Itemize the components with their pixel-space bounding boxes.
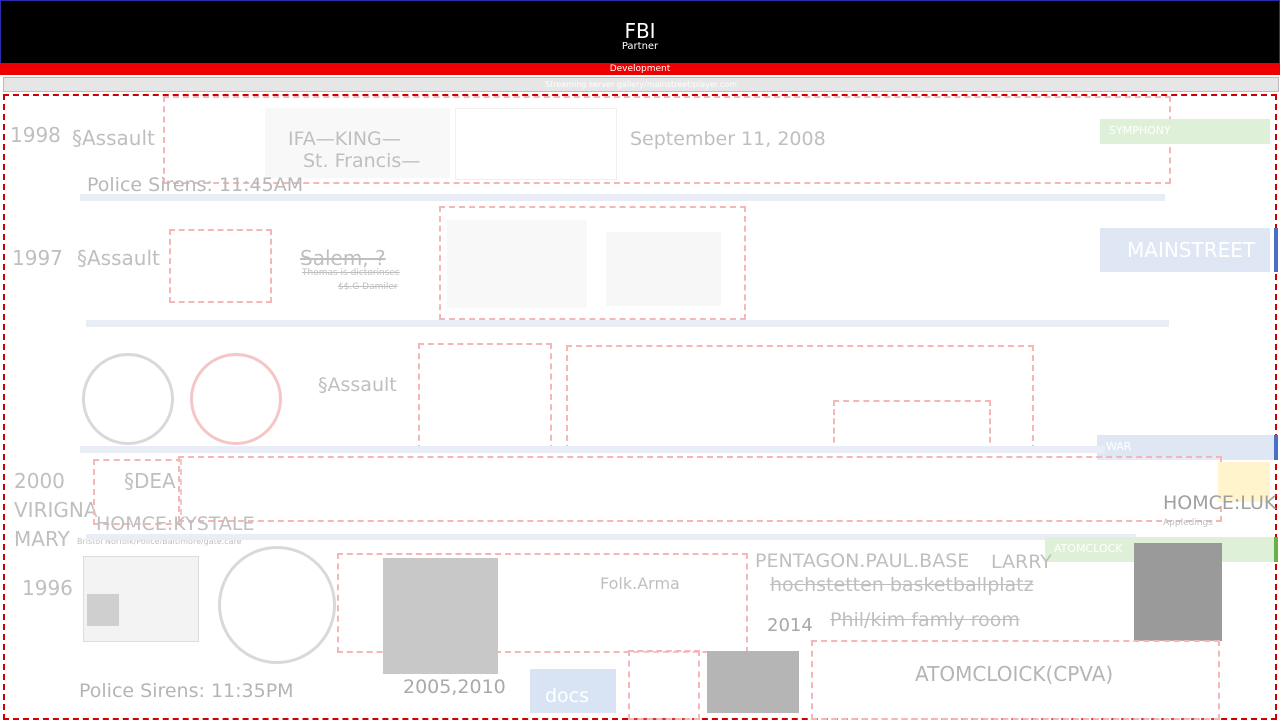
media-box-dea[interactable] bbox=[93, 459, 182, 525]
mary-label: MARY bbox=[14, 527, 70, 551]
photo-1997-a[interactable] bbox=[447, 220, 587, 308]
salem-note-2: $$.G Damiler bbox=[338, 282, 398, 292]
media-box-row3-c[interactable] bbox=[833, 400, 991, 452]
atomclock-edge bbox=[1274, 537, 1278, 562]
ifa-king-label: IFA—KING— bbox=[288, 128, 401, 150]
timeline-band-3 bbox=[80, 446, 1105, 453]
ayso-logo-icon bbox=[190, 353, 282, 445]
media-box-small-b[interactable] bbox=[628, 650, 700, 720]
tag-mainstreet: MAINSTREET bbox=[1127, 238, 1256, 262]
folk-arma-label: Folk.Arma bbox=[600, 574, 680, 593]
timeline-band-1 bbox=[80, 194, 1165, 201]
homeland-security-seal-icon bbox=[218, 546, 336, 664]
media-slot-1998[interactable] bbox=[455, 108, 617, 180]
document-portrait bbox=[87, 594, 119, 626]
caption-police-1135: Police Sirens: 11:35PM bbox=[79, 680, 294, 702]
war-edge bbox=[1274, 435, 1278, 460]
pentagon-label: PENTAGON.PAUL.BASE bbox=[755, 550, 970, 572]
dea-tag[interactable]: §DEA bbox=[124, 469, 176, 493]
timeline-band-4 bbox=[86, 534, 1136, 540]
assault-tag-row3[interactable]: §Assault bbox=[318, 374, 397, 396]
tag-symphony[interactable]: SYMPHONY bbox=[1100, 119, 1270, 144]
photo-1997-b[interactable] bbox=[606, 232, 721, 306]
years-2005-2010: 2005,2010 bbox=[403, 676, 506, 698]
media-box-row3-a[interactable] bbox=[418, 343, 552, 451]
homice-kystale-label: HOMCE:KYSTALE bbox=[96, 513, 255, 535]
top-header bbox=[0, 0, 1280, 64]
media-thumb-1998[interactable] bbox=[265, 108, 450, 178]
timeline-band-2 bbox=[86, 320, 1169, 327]
docs-label: docs bbox=[545, 685, 590, 707]
year-1997: 1997 bbox=[12, 246, 63, 270]
year-1998: 1998 bbox=[10, 123, 61, 147]
portrait-photo[interactable] bbox=[383, 558, 498, 674]
year-1996: 1996 bbox=[22, 576, 73, 600]
phil-kim-label: Phil/kim famly room bbox=[830, 609, 1020, 631]
group-photo[interactable] bbox=[707, 651, 799, 713]
development-bar: Development bbox=[0, 63, 1280, 75]
assault-tag-1998[interactable]: §Assault bbox=[72, 126, 155, 150]
tag-war[interactable]: WAR bbox=[1097, 435, 1274, 460]
year-2000: 2000 bbox=[14, 469, 65, 493]
year-2014: 2014 bbox=[767, 615, 813, 636]
homce-luk-sub: Appledings bbox=[1163, 518, 1213, 528]
docs-folder[interactable] bbox=[530, 669, 616, 713]
salem-note-1: Thomas is dictorinsec bbox=[302, 268, 400, 278]
caption-police-1145: Police Sirens: 11:45AM bbox=[87, 174, 304, 196]
page-subtitle: Partner bbox=[621, 41, 659, 52]
officer-photo[interactable] bbox=[1134, 543, 1222, 641]
assault-tag-1997[interactable]: §Assault bbox=[77, 246, 160, 270]
homce-luk-label: HOMCE:LUK bbox=[1163, 492, 1277, 514]
date-label: September 11, 2008 bbox=[630, 128, 826, 150]
media-box-small-1997[interactable] bbox=[169, 229, 272, 303]
page-title: FBI bbox=[624, 19, 656, 43]
st-francis-label: St. Francis— bbox=[303, 150, 421, 172]
highlight-thumb[interactable] bbox=[1218, 462, 1270, 502]
salem-label: Salem, ? bbox=[300, 246, 386, 270]
hochstetten-label: hochstetten basketballplatz bbox=[770, 574, 1034, 596]
homice-subtext: Bristol Norfolk/Police/Baltimore/gate.ca… bbox=[77, 537, 242, 546]
atomcloick-label: ATOMCLOICK(CPVA) bbox=[915, 662, 1114, 686]
media-strip-2000[interactable] bbox=[178, 456, 1222, 522]
larry-label: LARRY bbox=[991, 551, 1052, 573]
url-bar[interactable]: Streaming server gallery/mainstreet/play… bbox=[3, 77, 1279, 92]
tag-mainstreet-bg[interactable] bbox=[1100, 228, 1270, 272]
city-seal-icon bbox=[82, 353, 174, 445]
media-box-atomclock[interactable] bbox=[811, 640, 1220, 720]
mainstreet-edge bbox=[1274, 228, 1278, 272]
virigna-label: VIRIGNA bbox=[14, 498, 98, 522]
